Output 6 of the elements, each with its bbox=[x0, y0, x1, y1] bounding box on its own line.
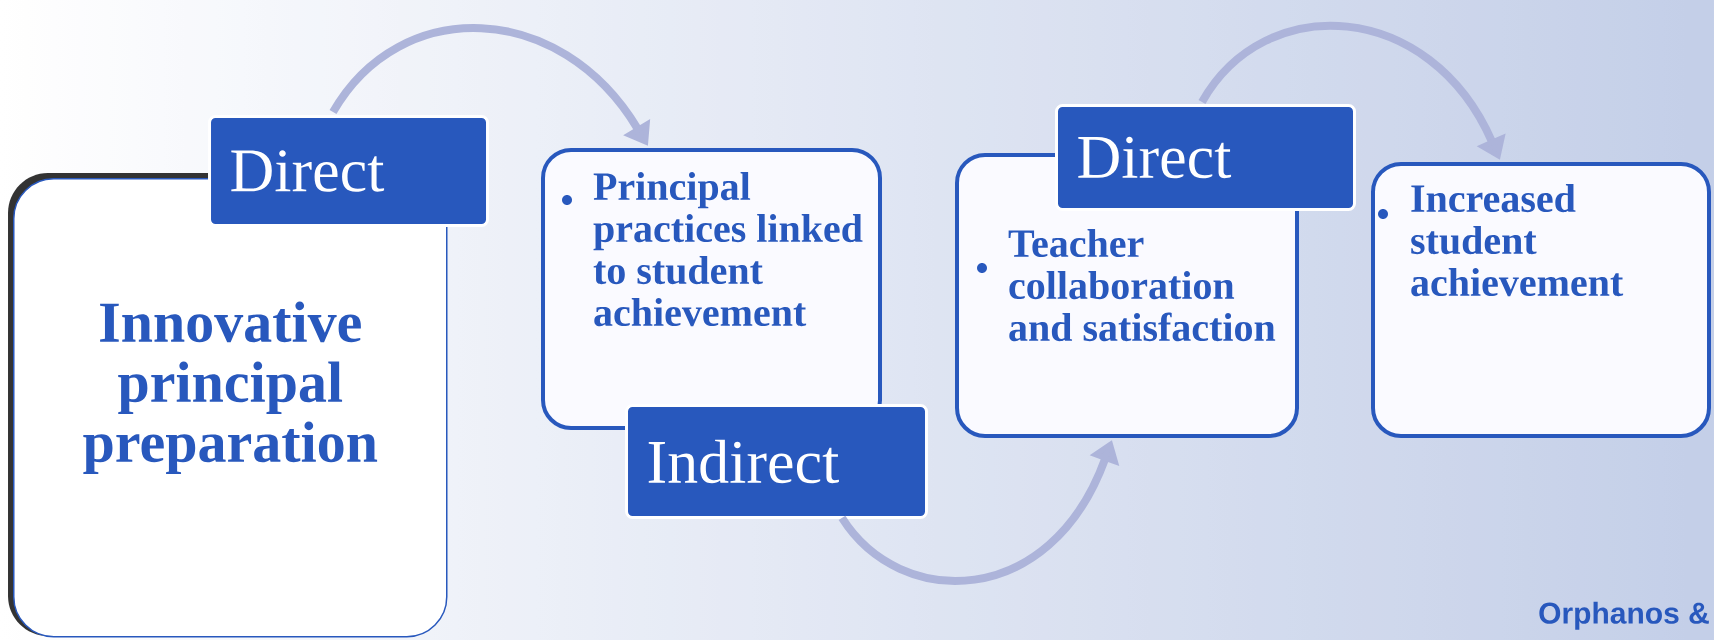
tab-label: Indirect bbox=[625, 404, 928, 519]
bullet-box: Principal practices linked to student achievement bbox=[541, 148, 882, 430]
tab-label: Direct bbox=[208, 115, 489, 227]
tab-label: Direct bbox=[1055, 104, 1356, 211]
bullet-box: Increased student achievement bbox=[1371, 162, 1711, 438]
citation: Orphanos & bbox=[1539, 601, 1709, 630]
